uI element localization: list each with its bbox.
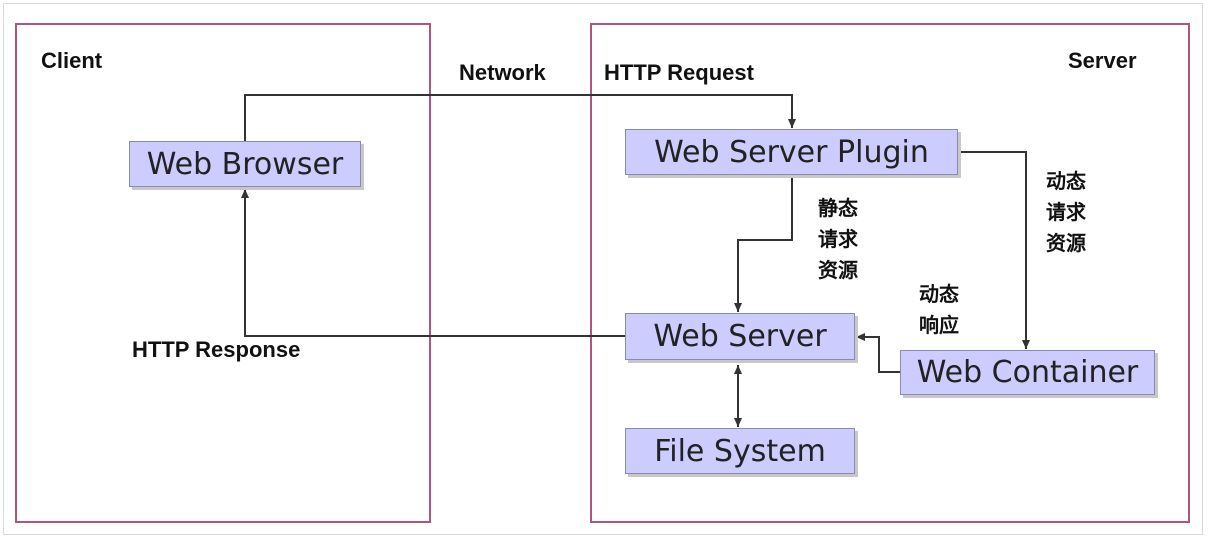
static-request-line-1: 静态 <box>818 196 858 220</box>
dynamic-request-annotation: 动态 请求 资源 <box>1046 166 1086 259</box>
client-title: Client <box>41 48 103 73</box>
http-request-line <box>244 94 796 142</box>
dynamic-request-line-3: 资源 <box>1046 231 1086 255</box>
client-region <box>15 23 431 523</box>
server-region <box>590 23 1190 523</box>
static-request-line <box>734 176 793 312</box>
http-request-label: HTTP Request <box>604 60 754 85</box>
network-label: Network <box>459 60 546 85</box>
http-response-label: HTTP Response <box>132 337 301 362</box>
diagram-frame <box>3 3 1203 535</box>
web-container-node: Web Container <box>900 350 1155 395</box>
server-title: Server <box>1068 48 1137 73</box>
web-server-plugin-node: Web Server Plugin <box>625 129 958 175</box>
static-request-line-3: 资源 <box>818 258 858 282</box>
http-response-line <box>241 189 625 337</box>
file-system-node: File System <box>625 428 855 474</box>
dynamic-response-annotation: 动态 响应 <box>919 279 959 341</box>
dynamic-response-line-2: 响应 <box>919 313 959 337</box>
dynamic-request-line-2: 请求 <box>1046 200 1086 224</box>
dynamic-request-line <box>958 151 1030 349</box>
dynamic-response-line-1: 动态 <box>919 282 959 306</box>
static-request-line-2: 请求 <box>818 227 858 251</box>
static-request-annotation: 静态 请求 资源 <box>818 193 858 286</box>
dynamic-response-line <box>856 333 900 373</box>
dynamic-request-line-1: 动态 <box>1046 169 1086 193</box>
web-server-node: Web Server <box>625 313 855 360</box>
web-browser-node: Web Browser <box>129 141 361 187</box>
